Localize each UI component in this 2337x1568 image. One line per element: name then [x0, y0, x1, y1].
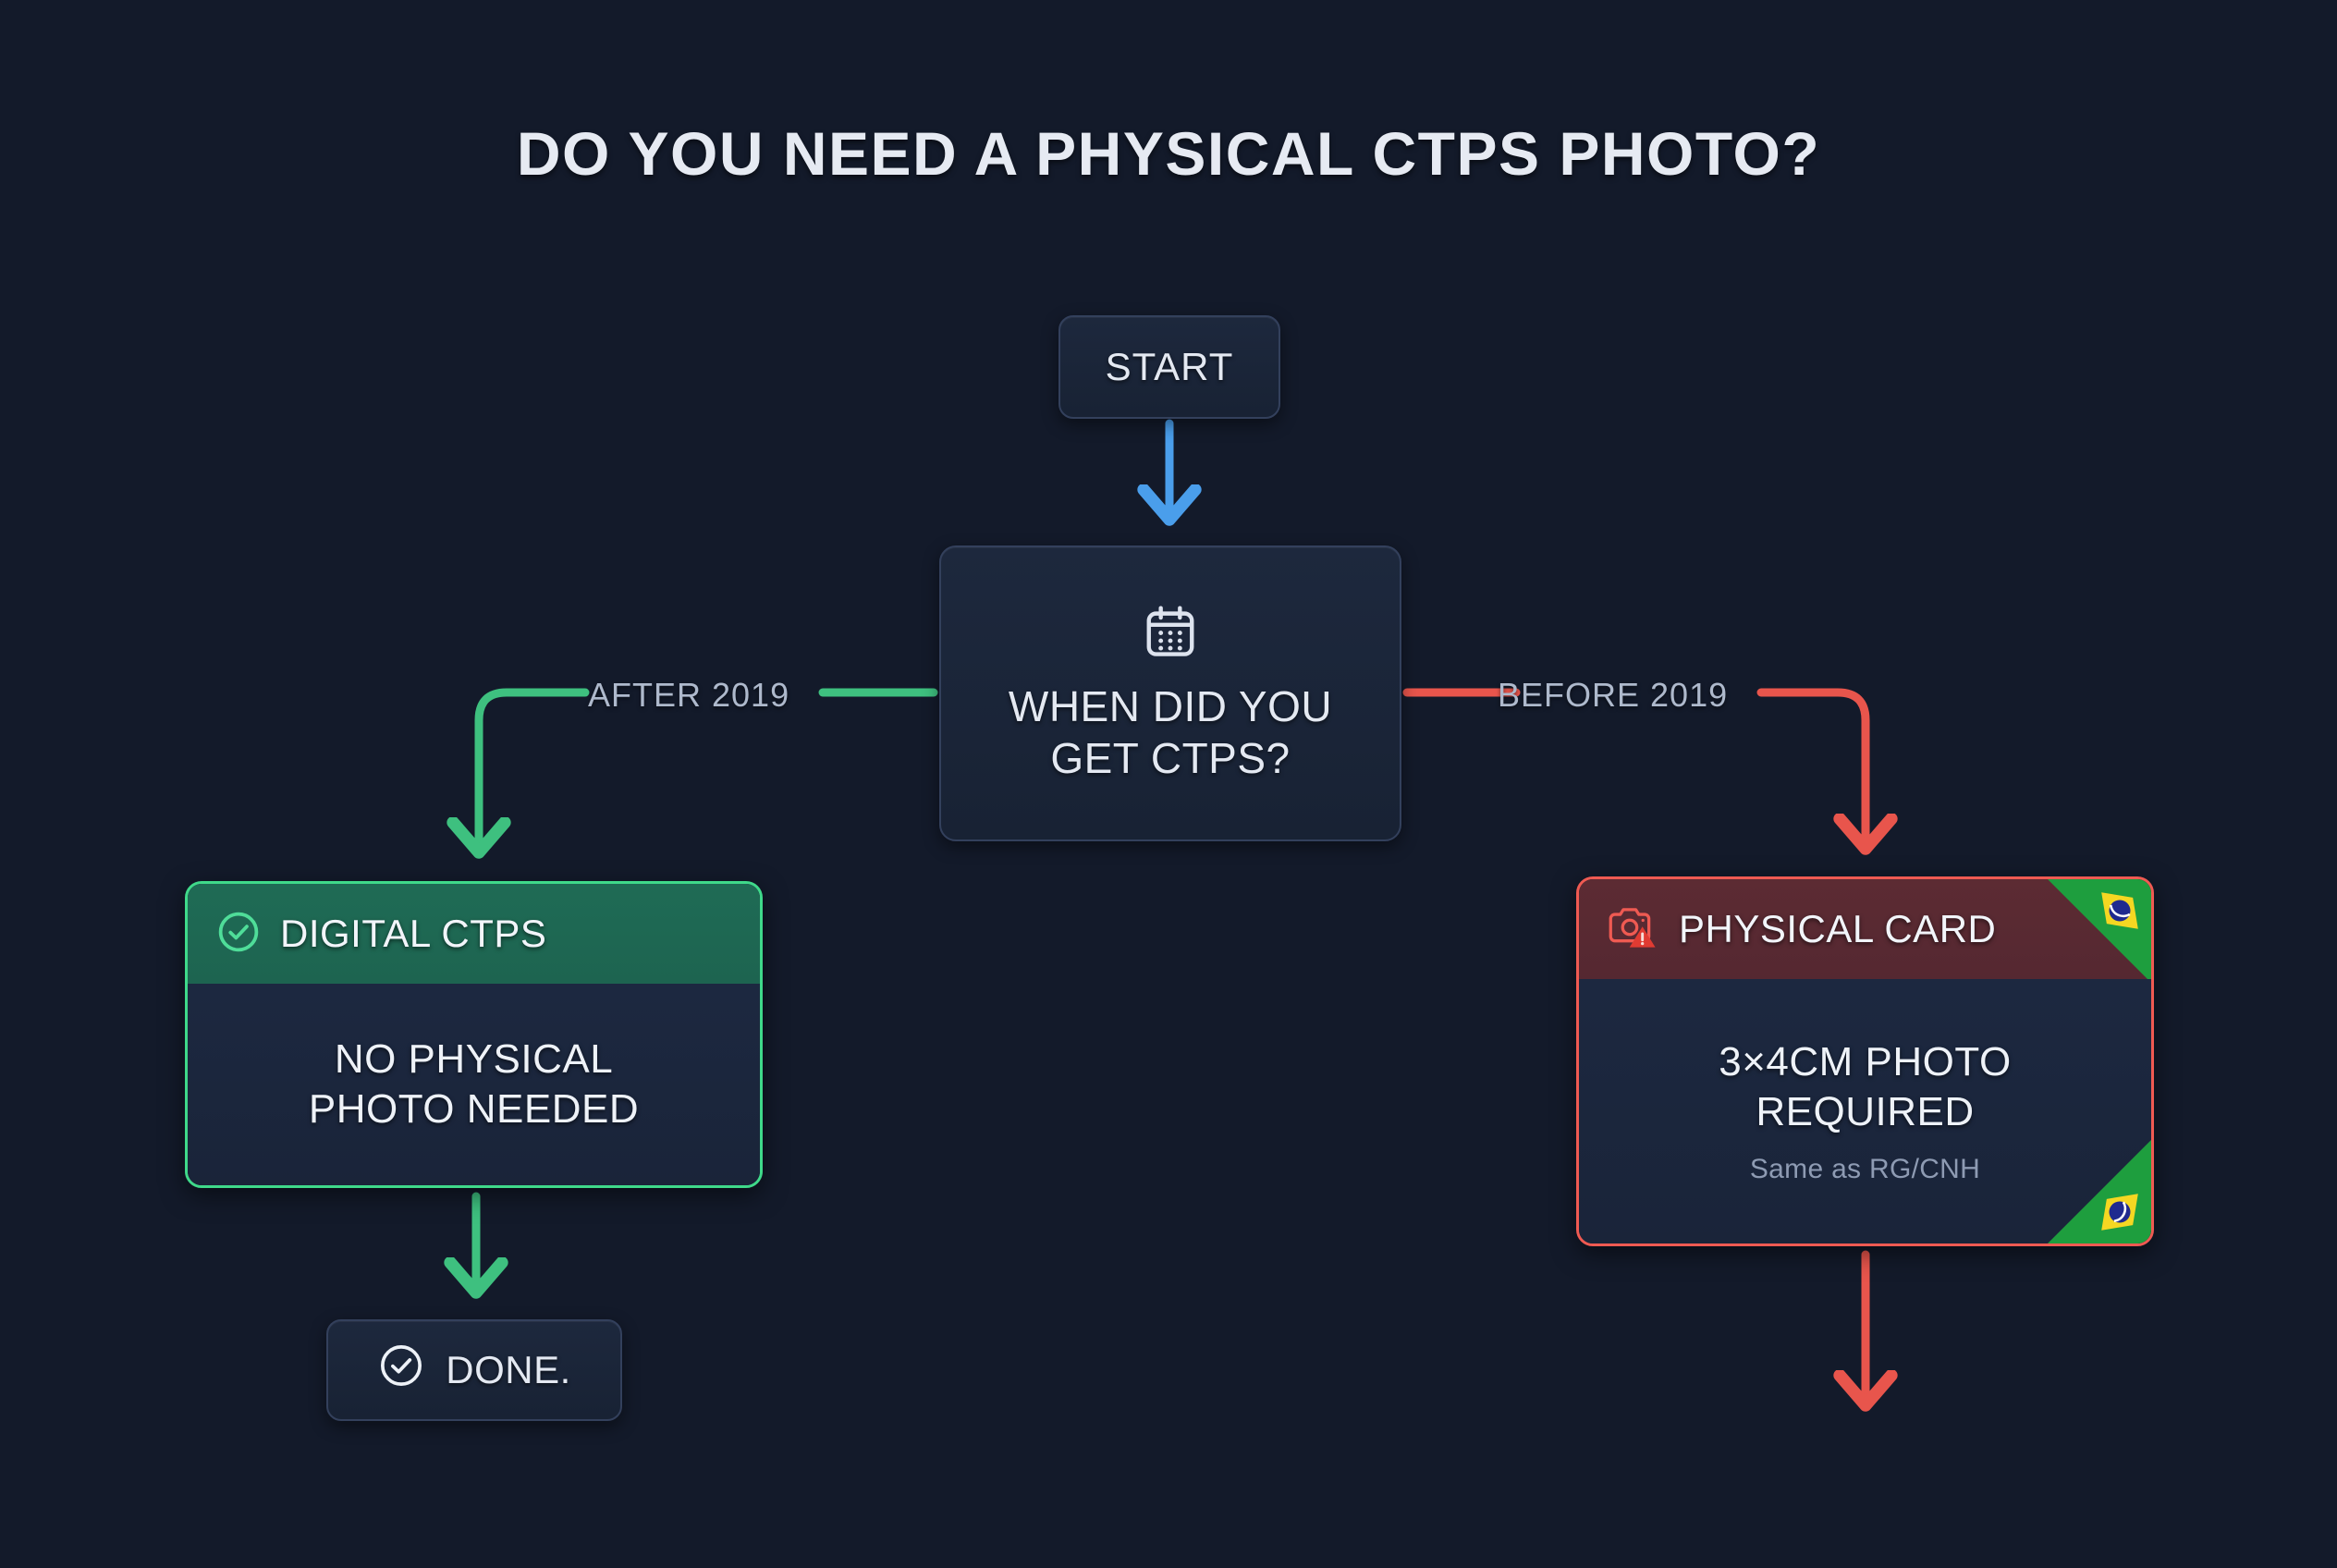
- card-digital-header: DIGITAL CTPS: [188, 884, 760, 984]
- card-digital-line2: PHOTO NEEDED: [308, 1086, 640, 1132]
- edge-label-before-2019: BEFORE 2019: [1498, 676, 1729, 714]
- card-physical-body: 3×4CM PHOTO REQUIRED Same as RG/CNH: [1579, 979, 2151, 1243]
- edge-label-after-2019: AFTER 2019: [588, 676, 790, 714]
- edge-decision-to-physical: [1756, 688, 1866, 849]
- card-digital-main-text: NO PHYSICAL PHOTO NEEDED: [309, 1035, 639, 1133]
- page-title: DO YOU NEED A PHYSICAL CTPS PHOTO?: [516, 119, 1821, 188]
- calendar-icon: [1142, 603, 1199, 665]
- camera-warning-icon: [1607, 903, 1660, 956]
- node-done-label: DONE.: [446, 1348, 571, 1391]
- node-decision-when-ctps[interactable]: WHEN DID YOU GET CTPS?: [939, 545, 1401, 841]
- card-physical-subtitle: Same as RG/CNH: [1749, 1153, 1981, 1184]
- card-digital-ctps[interactable]: DIGITAL CTPS NO PHYSICAL PHOTO NEEDED: [185, 881, 763, 1188]
- brazil-flag-corner-bottom-right: [2048, 1140, 2151, 1243]
- card-physical-header: PHYSICAL CARD: [1579, 879, 2151, 983]
- node-decision-line2: GET CTPS?: [1050, 733, 1291, 782]
- card-digital-title: DIGITAL CTPS: [280, 912, 547, 955]
- node-done[interactable]: DONE.: [326, 1319, 622, 1421]
- card-physical-main-text: 3×4CM PHOTO REQUIRED: [1719, 1037, 2011, 1136]
- card-physical-card[interactable]: PHYSICAL CARD 3×4CM PHOTO REQUIRED Same …: [1576, 876, 2154, 1246]
- edge-decision-to-digital: [479, 688, 590, 852]
- node-decision-line1: WHEN DID YOU: [1008, 682, 1333, 731]
- check-circle-icon: [215, 909, 262, 960]
- node-start-label: START: [1105, 345, 1234, 388]
- card-physical-title: PHYSICAL CARD: [1679, 907, 1997, 950]
- brazil-flag-corner-top-right: [2048, 879, 2151, 983]
- card-digital-line1: NO PHYSICAL: [334, 1036, 614, 1083]
- card-digital-body: NO PHYSICAL PHOTO NEEDED: [188, 984, 760, 1185]
- card-physical-line1: 3×4CM PHOTO: [1719, 1039, 2012, 1085]
- node-decision-text: WHEN DID YOU GET CTPS?: [1009, 681, 1332, 783]
- check-circle-icon: [377, 1341, 425, 1399]
- card-physical-line2: REQUIRED: [1756, 1089, 1975, 1134]
- node-start[interactable]: START: [1058, 315, 1280, 419]
